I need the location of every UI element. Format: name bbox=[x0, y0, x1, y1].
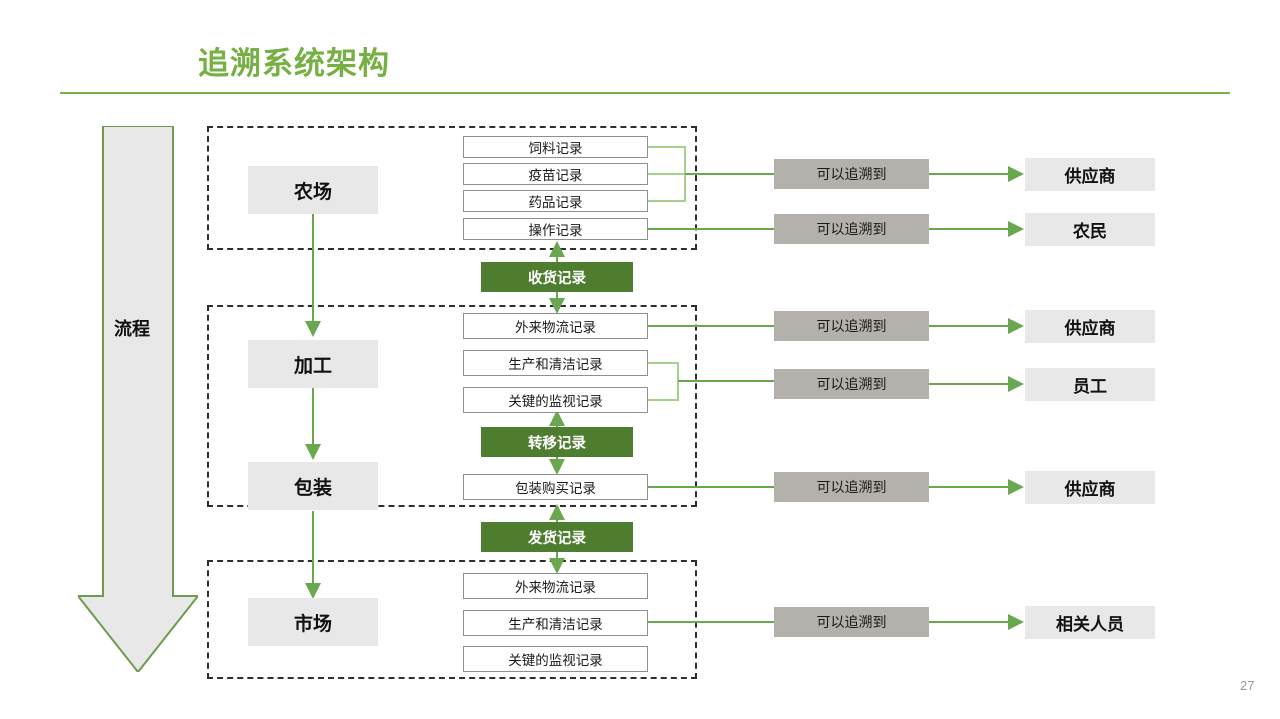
trace-box-1[interactable]: 可以追溯到 bbox=[774, 159, 929, 189]
result-box-6[interactable]: 相关人员 bbox=[1025, 606, 1155, 639]
record-box-production-cleaning-processing[interactable]: 生产和清洁记录 bbox=[463, 350, 648, 376]
group-container-farm bbox=[207, 126, 697, 250]
trace-box-6[interactable]: 可以追溯到 bbox=[774, 607, 929, 637]
record-box-vaccine[interactable]: 疫苗记录 bbox=[463, 163, 648, 185]
result-box-4[interactable]: 员工 bbox=[1025, 368, 1155, 401]
title-divider bbox=[60, 92, 1230, 94]
record-box-inbound-logistics-processing[interactable]: 外来物流记录 bbox=[463, 313, 648, 339]
record-box-critical-monitoring-processing[interactable]: 关键的监视记录 bbox=[463, 387, 648, 413]
stage-box-market[interactable]: 市场 bbox=[248, 598, 378, 646]
group-container-market bbox=[207, 560, 697, 679]
result-box-3[interactable]: 供应商 bbox=[1025, 310, 1155, 343]
stage-box-packaging[interactable]: 包装 bbox=[248, 462, 378, 510]
stage-box-processing[interactable]: 加工 bbox=[248, 340, 378, 388]
record-box-medicine[interactable]: 药品记录 bbox=[463, 190, 648, 212]
page-number: 27 bbox=[1240, 678, 1255, 693]
record-box-inbound-logistics-market[interactable]: 外来物流记录 bbox=[463, 573, 648, 599]
record-box-packaging-purchase[interactable]: 包装购买记录 bbox=[463, 474, 648, 500]
record-box-critical-monitoring-market[interactable]: 关键的监视记录 bbox=[463, 646, 648, 672]
result-box-1[interactable]: 供应商 bbox=[1025, 158, 1155, 191]
record-box-operation[interactable]: 操作记录 bbox=[463, 218, 648, 240]
result-box-5[interactable]: 供应商 bbox=[1025, 471, 1155, 504]
record-box-production-cleaning-market[interactable]: 生产和清洁记录 bbox=[463, 610, 648, 636]
transfer-box-transfer[interactable]: 转移记录 bbox=[481, 427, 633, 457]
transfer-box-receiving[interactable]: 收货记录 bbox=[481, 262, 633, 292]
trace-box-3[interactable]: 可以追溯到 bbox=[774, 311, 929, 341]
result-box-2[interactable]: 农民 bbox=[1025, 213, 1155, 246]
process-flow-label: 流程 bbox=[114, 319, 150, 340]
trace-box-4[interactable]: 可以追溯到 bbox=[774, 369, 929, 399]
record-box-feed[interactable]: 饲料记录 bbox=[463, 136, 648, 158]
process-flow-arrow-icon bbox=[78, 126, 198, 672]
transfer-box-shipping[interactable]: 发货记录 bbox=[481, 522, 633, 552]
group-container-processing bbox=[207, 305, 697, 507]
stage-box-farm[interactable]: 农场 bbox=[248, 166, 378, 214]
trace-box-2[interactable]: 可以追溯到 bbox=[774, 214, 929, 244]
trace-box-5[interactable]: 可以追溯到 bbox=[774, 472, 929, 502]
page-title: 追溯系统架构 bbox=[198, 46, 390, 82]
